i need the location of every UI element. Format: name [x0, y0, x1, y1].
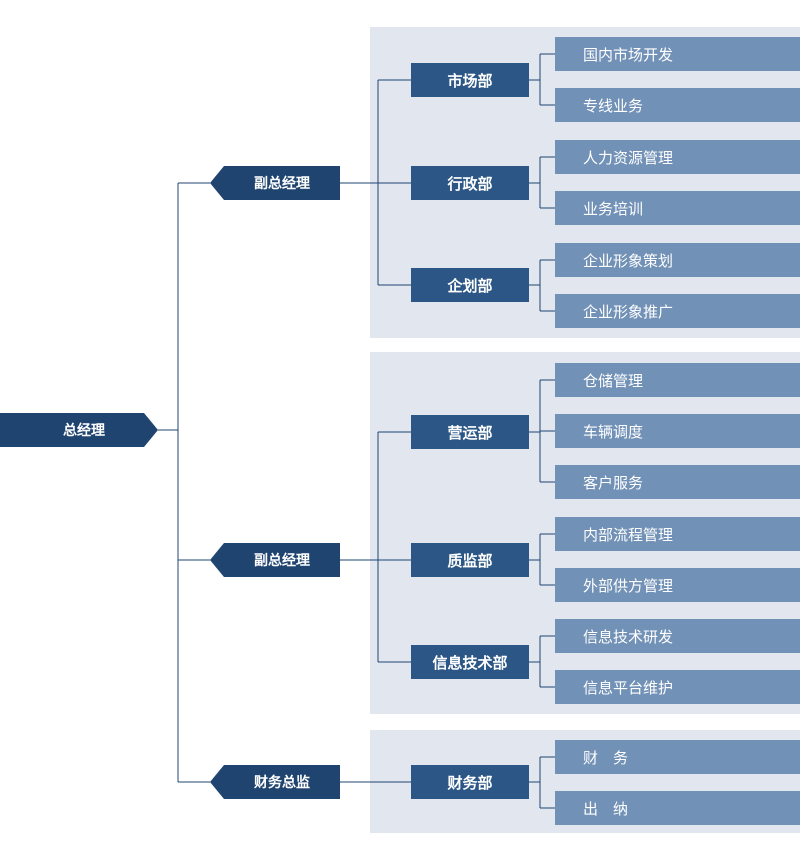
unit-1-1-1: 国内市场开发 [555, 37, 800, 71]
connector-dept-1-2 [529, 156, 555, 209]
unit-3-1-1: 财 务 [555, 740, 800, 774]
connector-dept-1-3 [529, 259, 555, 312]
branch-head-3: 财务总监 [210, 765, 340, 799]
ceo-node: 总经理 [0, 413, 158, 447]
unit-2-3-1: 信息技术研发 [555, 619, 800, 653]
connector-dept-2-2 [529, 533, 555, 586]
department-1-2: 行政部 [411, 166, 529, 200]
branch-head-2: 副总经理 [210, 543, 340, 577]
unit-2-1-3: 客户服务 [555, 465, 800, 499]
department-2-2: 质监部 [411, 543, 529, 577]
connector-branch-2 [340, 431, 411, 663]
department-2-3: 信息技术部 [411, 645, 529, 679]
connector-branch-1 [340, 79, 411, 286]
branch-head-1: 副总经理 [210, 166, 340, 200]
unit-1-3-1: 企业形象策划 [555, 243, 800, 277]
unit-2-2-1: 内部流程管理 [555, 517, 800, 551]
unit-2-1-2: 车辆调度 [555, 414, 800, 448]
connector-dept-3-1 [529, 756, 555, 809]
connector-dept-1-1 [529, 53, 555, 106]
department-3-1: 财务部 [411, 765, 529, 799]
unit-3-1-2: 出 纳 [555, 791, 800, 825]
connector-ceo-trunk [158, 182, 210, 783]
department-2-1: 营运部 [411, 415, 529, 449]
unit-2-1-1: 仓储管理 [555, 363, 800, 397]
unit-2-3-2: 信息平台维护 [555, 670, 800, 704]
department-1-1: 市场部 [411, 63, 529, 97]
connector-dept-2-3 [529, 635, 555, 688]
unit-1-2-1: 人力资源管理 [555, 140, 800, 174]
unit-1-2-2: 业务培训 [555, 191, 800, 225]
connector-dept-2-1 [529, 379, 555, 483]
department-1-3: 企划部 [411, 268, 529, 302]
unit-1-1-2: 专线业务 [555, 88, 800, 122]
unit-1-3-2: 企业形象推广 [555, 294, 800, 328]
unit-2-2-2: 外部供方管理 [555, 568, 800, 602]
